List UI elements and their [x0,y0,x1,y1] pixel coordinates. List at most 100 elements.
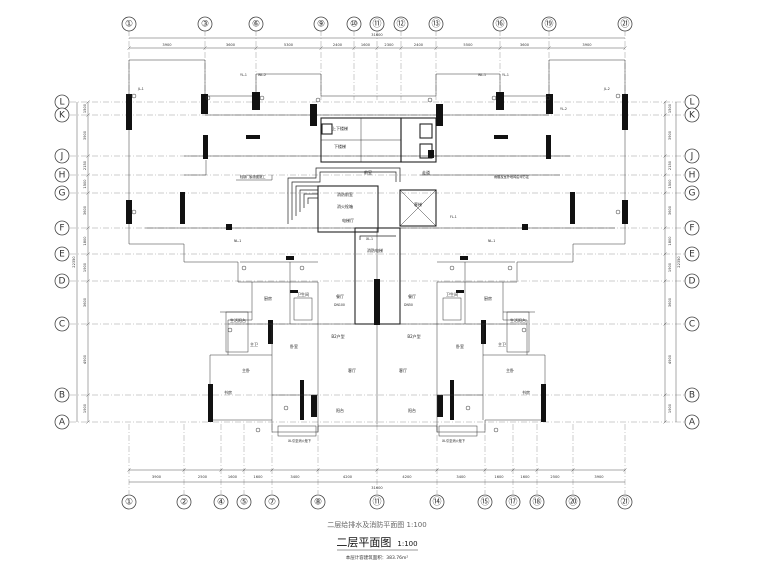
left-dimension-3: 1500 [83,179,87,189]
left-dimension-6: 1900 [83,262,87,272]
svg-text:⑫: ⑫ [396,19,405,30]
svg-text:⑪: ⑪ [372,19,381,30]
axis-bubble-right-8: C [684,316,700,332]
axis-bubble-right-4: G [684,185,700,201]
plan-scale: 1:100 [397,540,417,548]
axis-bubble-top-7: ⑬ [428,16,444,32]
bottom-dimension-6: 4200 [402,475,412,479]
pipe-label-wl2: WL-2 [258,73,266,77]
pipe-label-wl1: WL-1 [478,73,486,77]
pipe-label-nl1-a: NL-1 [234,239,241,243]
svg-text:B: B [59,391,65,401]
axis-bubble-left-5: F [54,220,70,236]
svg-text:⑯: ⑯ [495,19,504,30]
note-roof: 雨棚及室外地砖由甲方定 [494,174,530,179]
room-fire-lift: 消防电梯 [367,247,383,253]
axis-bubble-top-10: ㉑ [617,16,633,32]
axis-bubble-left-10: A [54,414,70,430]
axis-bubble-bottom-6: ⑪ [369,494,385,510]
svg-text:B: B [689,391,695,401]
bottom-dimension-4: 3400 [290,475,300,479]
left-dimension-2: 2150 [83,160,87,170]
axis-bubble-right-0: L [684,94,700,110]
left-dimension-9: 1900 [83,403,87,413]
svg-text:K: K [689,111,696,121]
room-balcony-right: 阳台 [408,407,416,413]
axis-bubble-left-9: B [54,387,70,403]
left-overall-dimension: 22350 [72,256,76,268]
room-master-bedroom-right: 主卧 [506,367,514,373]
area-note: 本层计容建筑面积：383.76m² [346,554,409,561]
svg-text:J: J [690,152,694,162]
right-dimension-lines [664,102,677,422]
top-dimension-4: 1600 [361,43,371,47]
apartment-partitions [220,261,535,437]
pipe-label-jl1: JL-1 [137,87,144,91]
right-dimension-0: 1500 [668,103,672,113]
unit-tag-right: B2户型 [407,333,420,339]
room-dining-left: 餐厅 [336,293,344,299]
room-living-right: 客厅 [399,367,407,373]
axis-bubble-top-1: ③ [197,16,213,32]
axis-bubble-right-3: H [684,167,700,183]
room-lobby: 前室 [364,169,372,175]
top-overall-dimension: 31600 [371,33,383,37]
room-lift-hall: 电梯厅 [342,217,354,223]
top-dimension-5: 2300 [384,43,394,47]
axis-bubble-bottom-11: ⑳ [565,494,581,510]
bottom-dimension-0: 3900 [152,475,162,479]
left-dimension-4: 3600 [83,205,87,215]
axis-bubble-right-9: B [684,387,700,403]
left-dimension-5: 1800 [83,236,87,246]
room-living-balcony-left: 生活阳台 [230,317,246,323]
axis-bubble-top-3: ⑨ [313,16,329,32]
top-dimension-7: 5500 [463,43,473,47]
top-dimension-1: 3600 [226,43,236,47]
bottom-dimension-8: 1600 [494,475,504,479]
axis-bubble-right-7: D [684,273,700,289]
room-master-bath-left: 主卫 [250,341,258,347]
svg-text:H: H [59,171,66,181]
top-dimension-9: 3900 [582,43,592,47]
axis-bubble-left-7: D [54,273,70,289]
svg-text:④: ④ [217,498,225,508]
svg-text:⑦: ⑦ [268,498,276,508]
room-toilet-right: 卫生间 [446,291,458,297]
right-overall-dimension: 22350 [677,256,681,268]
axis-bubble-bottom-1: ② [176,494,192,510]
svg-text:A: A [59,418,66,428]
svg-text:C: C [689,320,695,330]
bottom-overall-dimension: 31600 [371,486,383,490]
right-dimension-9: 1900 [668,403,672,413]
svg-text:K: K [59,111,66,121]
svg-text:F: F [689,224,694,234]
svg-text:③: ③ [201,20,209,30]
room-elevator: 客梯 [414,201,422,207]
svg-text:①: ① [125,498,133,508]
room-master-bedroom-left: 主卧 [242,367,250,373]
svg-text:D: D [59,277,66,287]
left-dimension-1: 3900 [83,130,87,140]
svg-text:⑳: ⑳ [568,497,577,508]
pipe-note-left: XL引至消火栓下 [288,438,312,443]
axis-bubble-left-8: C [54,316,70,332]
axis-bubble-top-2: ⑥ [248,16,264,32]
svg-text:⑤: ⑤ [240,498,248,508]
room-stair-down: 下楼梯 [334,143,346,149]
bottom-dimension-2: 1600 [228,475,238,479]
note-lift-roof: 轻钢门窗按图施工 [240,174,266,179]
room-dining-right: 餐厅 [408,293,416,299]
axis-bubble-bottom-12: ㉑ [617,494,633,510]
bottom-dimension-3: 1600 [253,475,263,479]
left-dimension-7: 3600 [83,297,87,307]
svg-text:L: L [689,98,694,108]
svg-text:㉑: ㉑ [620,19,629,30]
axis-bubble-right-2: J [684,148,700,164]
room-fire-lobby: 消防前室 [337,191,353,197]
axis-bubble-right-10: A [684,414,700,430]
axis-bubble-top-4: ⑩ [346,16,362,32]
axis-bubble-bottom-5: ⑧ [310,494,326,510]
